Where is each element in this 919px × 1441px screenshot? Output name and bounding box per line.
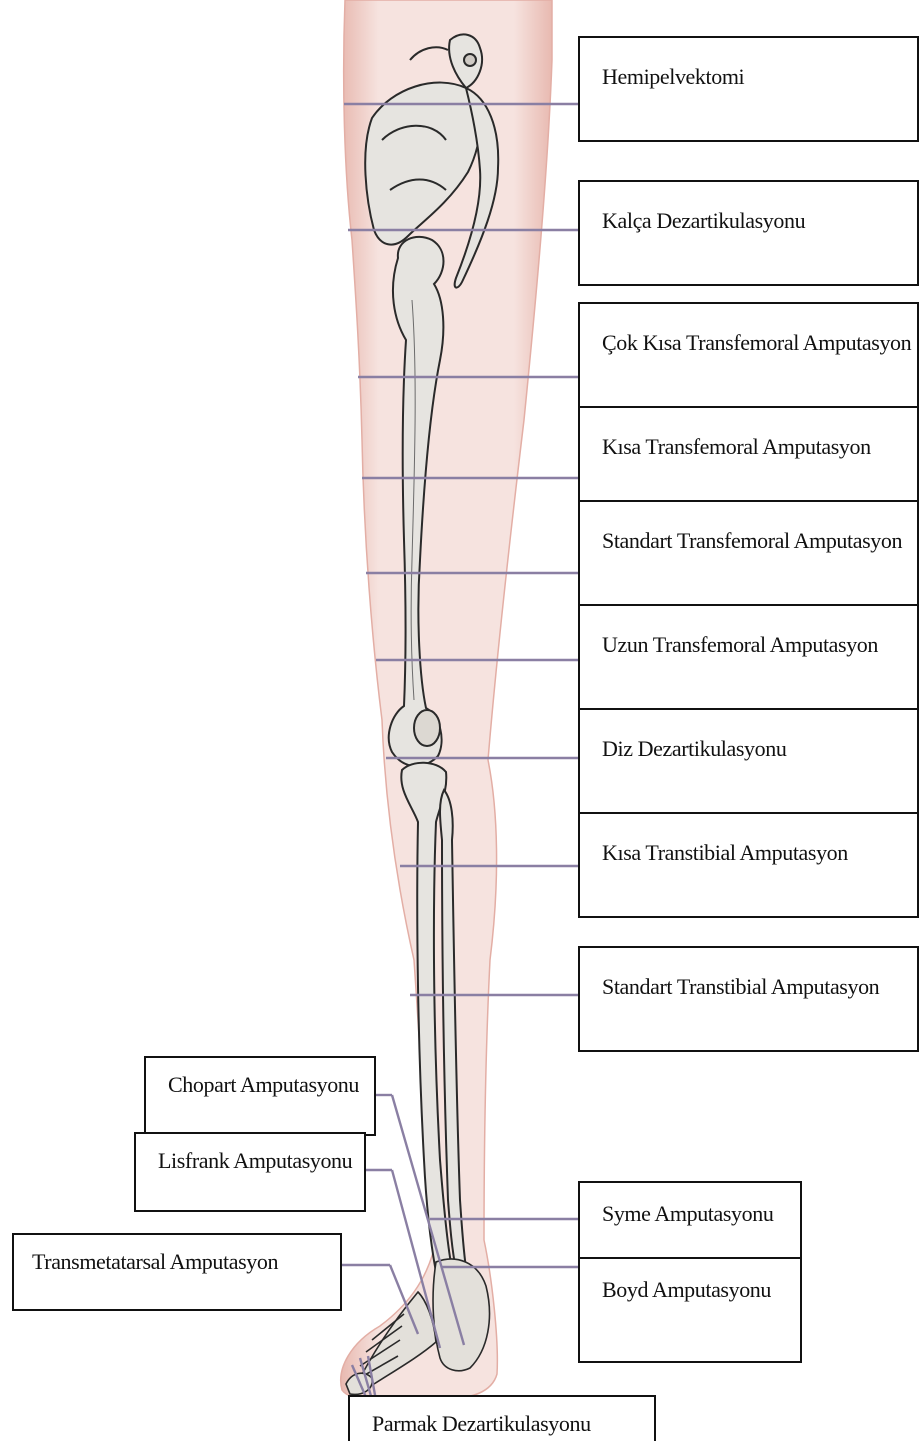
label-standart-transfemoral: Standart Transfemoral Amputasyon — [578, 500, 919, 606]
label-kisa-transtibial: Kısa Transtibial Amputasyon — [578, 812, 919, 918]
label-transmetatarsal: Transmetatarsal Amputasyon — [12, 1233, 342, 1311]
label-chopart: Chopart Amputasyonu — [144, 1056, 376, 1136]
label-kalca-dezartikulasyonu: Kalça Dezartikulasyonu — [578, 180, 919, 286]
label-parmak-dezartikulasyonu: Parmak Dezartikulasyonu — [348, 1395, 656, 1441]
label-diz-dezartikulasyonu: Diz Dezartikulasyonu — [578, 708, 919, 814]
label-kisa-transfemoral: Kısa Transfemoral Amputasyon — [578, 406, 919, 502]
label-lisfrank: Lisfrank Amputasyonu — [134, 1132, 366, 1212]
label-standart-transtibial: Standart Transtibial Amputasyon — [578, 946, 919, 1052]
patella-bone — [414, 710, 440, 746]
label-hemipelvektomi: Hemipelvektomi — [578, 36, 919, 142]
label-boyd: Boyd Amputasyonu — [578, 1257, 802, 1363]
label-syme: Syme Amputasyonu — [578, 1181, 802, 1259]
label-cok-kisa-transfemoral: Çok Kısa Transfemoral Amputasyon — [578, 302, 919, 408]
label-uzun-transfemoral: Uzun Transfemoral Amputasyon — [578, 604, 919, 710]
